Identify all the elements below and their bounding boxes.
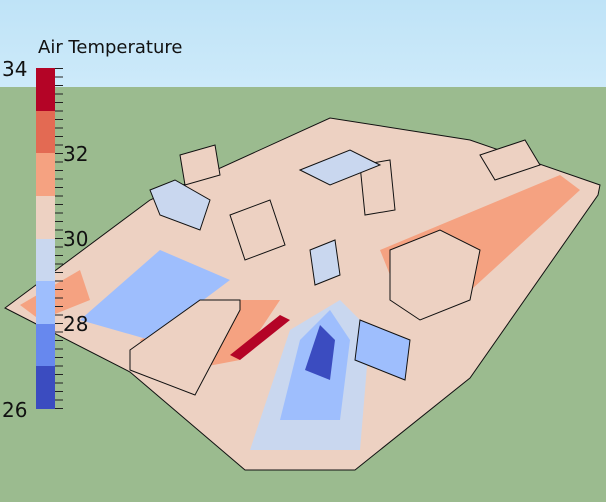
ground-plate [4, 117, 601, 471]
legend-title: Air Temperature [38, 37, 183, 58]
building [179, 144, 221, 186]
color-band [36, 281, 55, 324]
hot-streak [230, 315, 290, 360]
color-band [36, 323, 55, 367]
color-band [36, 366, 55, 409]
building [298, 149, 382, 186]
color-band [36, 238, 55, 282]
tick-label-30: 30 [63, 227, 89, 251]
tick-label-32: 32 [63, 142, 89, 166]
color-band [36, 68, 55, 111]
cold-zone [305, 325, 335, 380]
building [354, 319, 411, 381]
tick-label-34: 34 [2, 57, 28, 81]
color-band [36, 195, 55, 239]
color-band [36, 110, 55, 154]
building [309, 239, 341, 286]
color-bar-ticks [55, 68, 63, 409]
color-bar [36, 68, 55, 409]
tick-label-28: 28 [63, 312, 89, 336]
building [229, 199, 286, 261]
tick-label-26: 26 [2, 398, 28, 422]
building [149, 179, 211, 231]
building [389, 229, 481, 321]
building [479, 139, 541, 181]
sky-background [0, 0, 606, 87]
building [359, 159, 396, 216]
cool-zone [80, 250, 230, 340]
color-band [36, 153, 55, 196]
building [129, 299, 241, 396]
